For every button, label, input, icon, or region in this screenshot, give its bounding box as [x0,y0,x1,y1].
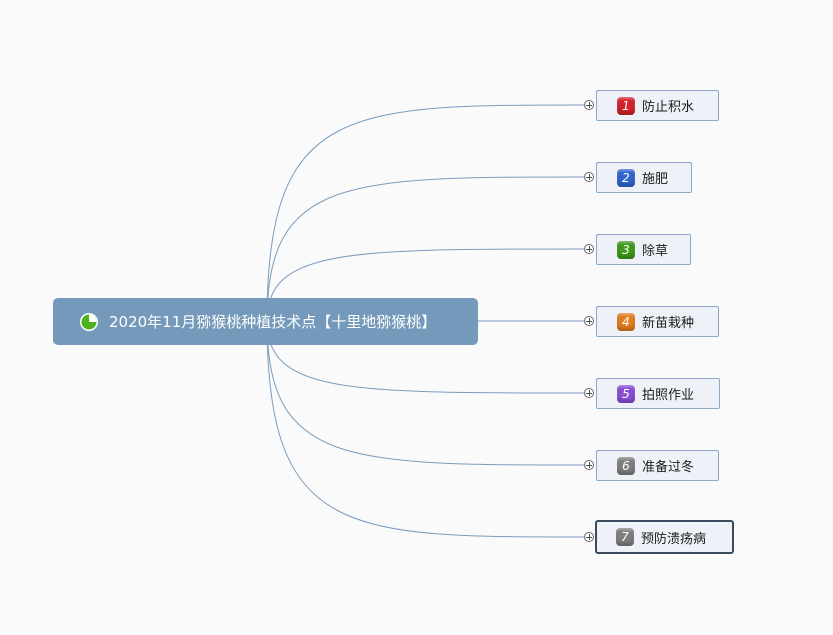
topic-6[interactable]: 6 准备过冬 [596,450,719,481]
topic-5[interactable]: 5 拍照作业 [596,378,720,409]
branch-line-5 [266,320,585,394]
branch-line-3 [266,248,585,322]
branch-line-7 [266,320,585,538]
topic-3[interactable]: 3 除草 [596,234,691,265]
expand-icon[interactable] [584,316,594,326]
priority-1-icon: 1 [617,96,635,115]
topic-7[interactable]: 7 预防溃疡病 [595,520,734,554]
topic-label: 准备过冬 [642,460,695,475]
expand-icon[interactable] [584,532,594,542]
branch-line-6 [266,320,585,466]
topic-label: 预防溃疡病 [641,531,707,547]
topic-label: 除草 [642,244,669,259]
priority-3-icon: 3 [617,240,635,259]
expand-icon[interactable] [584,100,594,110]
expand-icon[interactable] [584,244,594,254]
expand-icon[interactable] [584,460,594,470]
expand-icon[interactable] [584,388,594,398]
priority-7-icon: 7 [616,528,634,546]
central-topic[interactable]: 2020年11月猕猴桃种植技术点【十里地猕猴桃】 [53,298,478,345]
pie-chart-icon [80,312,98,331]
priority-2-icon: 2 [617,168,635,187]
topic-label: 新苗栽种 [642,316,695,331]
topic-label: 防止积水 [642,100,695,115]
topic-label: 拍照作业 [642,388,695,403]
branch-line-2 [266,176,585,322]
priority-4-icon: 4 [617,312,635,331]
topic-1[interactable]: 1 防止积水 [596,90,719,121]
branch-line-1 [266,104,585,322]
expand-icon[interactable] [584,172,594,182]
central-topic-title: 2020年11月猕猴桃种植技术点【十里地猕猴桃】 [109,313,437,331]
priority-6-icon: 6 [617,456,635,475]
topic-label: 施肥 [642,172,669,187]
topic-4[interactable]: 4 新苗栽种 [596,306,719,337]
priority-5-icon: 5 [617,384,635,403]
topic-2[interactable]: 2 施肥 [596,162,692,193]
